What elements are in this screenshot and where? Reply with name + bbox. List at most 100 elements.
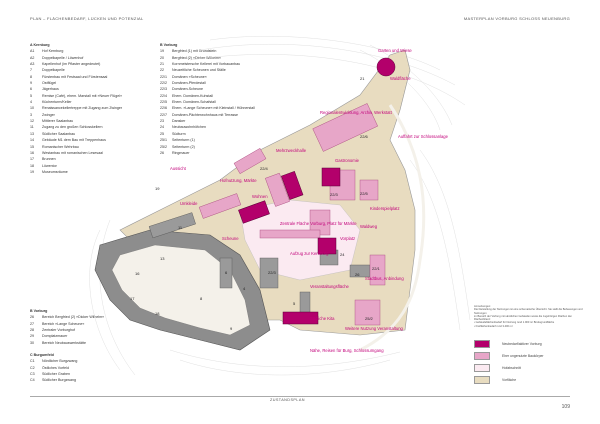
svg-text:16: 16 — [135, 271, 140, 276]
legend-key: 26 — [160, 150, 164, 155]
legend-value: Neuzeitliche Scheunen und Ställe — [172, 68, 226, 73]
legend-value: Ehem. »Lange Scheune« mit Kleinstall / H… — [172, 106, 255, 111]
label-waldflaeche: Waldfläche — [390, 76, 411, 81]
legend-row: 25/1 Seitenturm (1) — [160, 137, 255, 143]
legend-title: C Burgumfeld — [30, 353, 54, 357]
legend-key: 7 — [30, 68, 32, 73]
legend-value: Südlicher Graben — [42, 372, 70, 377]
note-line: Anmerkungen: — [474, 305, 491, 308]
legend-value: Romanischer Wehrbau — [42, 144, 79, 149]
legend-key: 22/7 — [160, 112, 167, 117]
legend-key: 29 — [30, 334, 34, 339]
legend-row: 22/6 Ehem. »Lange Scheune« mit Kleinstall… — [160, 105, 255, 111]
label-mehrzweck: Mehrzweckhalle — [276, 148, 307, 153]
legend-value: Domänen-Pächterwohnhaus mit Terrasse — [172, 112, 239, 117]
legend-key: 22/2 — [160, 81, 167, 86]
note-line: • Freiflächenbedarf rund 3.400 m² — [474, 324, 513, 328]
legend-key: 25/1 — [160, 138, 167, 143]
key-item-ungenutzt: Eher ungenutzte Baukörper — [474, 352, 543, 360]
svg-text:24: 24 — [340, 252, 345, 257]
label-aussicht: Aussicht — [170, 166, 187, 171]
legend-key: 12 — [30, 119, 34, 124]
legend-key: 22/6 — [160, 106, 167, 111]
svg-text:19: 19 — [155, 186, 160, 191]
label-regio: Regionalentwicklung, Archiv, Werkstatt — [320, 110, 393, 115]
legend-value: Seitenturm (1) — [172, 138, 195, 143]
legend-key: 11 — [30, 125, 34, 130]
legend-key: 24 — [160, 125, 164, 130]
header-right: MASTERPLAN VORBURG SCHLOSS NEUENBURG — [463, 16, 570, 21]
legend-value: Südlicher Saalanbau — [42, 131, 76, 136]
legend-value: Südturm — [172, 131, 186, 136]
legend-value: Ehem. Domänen-Schafstall — [172, 100, 216, 105]
label-auffahrt: Auffahrt zur Schlossanlage — [398, 134, 449, 139]
svg-text:5: 5 — [293, 301, 296, 306]
svg-text:21: 21 — [360, 76, 365, 81]
key-item-vorflaeche: Vorfläche — [474, 376, 516, 384]
svg-text:11: 11 — [178, 225, 183, 230]
legend-key: 21 — [160, 62, 164, 67]
label-kindergarten: Südliche Kita — [310, 316, 335, 321]
legend-value: Bereich Bergfried (2) »Dicker Wilhelm« — [42, 315, 105, 320]
legend-key: 22/4 — [160, 93, 167, 98]
legend-value: Renaissancekellertreppe mit Zugang zum Z… — [42, 106, 123, 111]
key-label: Vorfläche — [502, 378, 517, 382]
svg-text:22/5: 22/5 — [360, 191, 369, 196]
note-line: Die Darstellung der Nutzungen ist eine s… — [474, 308, 583, 315]
legend-key: C2 — [30, 365, 35, 370]
svg-text:4: 4 — [243, 286, 246, 291]
legend-value: Fürstenbau mit Festsaal und Fürstensaal — [42, 74, 108, 79]
legend-row: 12 Mittlerer Saalanbau — [30, 118, 122, 124]
legend-value: Zentraler Vorburghof — [42, 328, 75, 333]
legend-row: 28 Zentraler Vorburghof — [30, 327, 104, 333]
legend-value: Ostflügel — [42, 81, 57, 86]
legend-row: 22 Neuzeitliche Scheunen und Ställe — [160, 67, 255, 73]
legend-key: 22 — [160, 68, 164, 73]
legend-value: Küchenturm/Keller — [42, 100, 72, 105]
label-scheune: Scheune — [222, 236, 239, 241]
svg-text:18: 18 — [155, 311, 160, 316]
svg-text:9: 9 — [230, 326, 233, 331]
legend-key: 3 — [30, 112, 32, 117]
access-road — [359, 104, 426, 352]
legend-key: C4 — [30, 378, 35, 383]
key-swatch — [474, 352, 490, 360]
svg-text:22/4: 22/4 — [260, 166, 269, 171]
legend-value: Neubauwohnhöfchen — [172, 125, 206, 130]
svg-text:25/2: 25/2 — [365, 316, 374, 321]
legend-value: Museumsräume — [42, 169, 68, 174]
legend-value: Bereich »Lange Scheune« — [42, 321, 85, 326]
legend-key: 28 — [30, 328, 34, 333]
legend-value: Mittlerer Saalanbau — [42, 119, 74, 124]
legend-key: 20 — [160, 55, 164, 60]
legend-value: Remise (Café), ehem. Marstall mit »Neuer… — [42, 93, 123, 98]
label-vorplatz: Vorplatz — [340, 236, 355, 241]
label-parkplatz: Nähe, Reisen für Burg, Schlossumgang — [310, 348, 384, 353]
legend-key: 14 — [30, 138, 34, 143]
label-wohnen: Wohnen — [252, 194, 268, 199]
label-umkleide: Umkleide — [180, 201, 198, 206]
kernburg-courtyard — [111, 244, 251, 336]
